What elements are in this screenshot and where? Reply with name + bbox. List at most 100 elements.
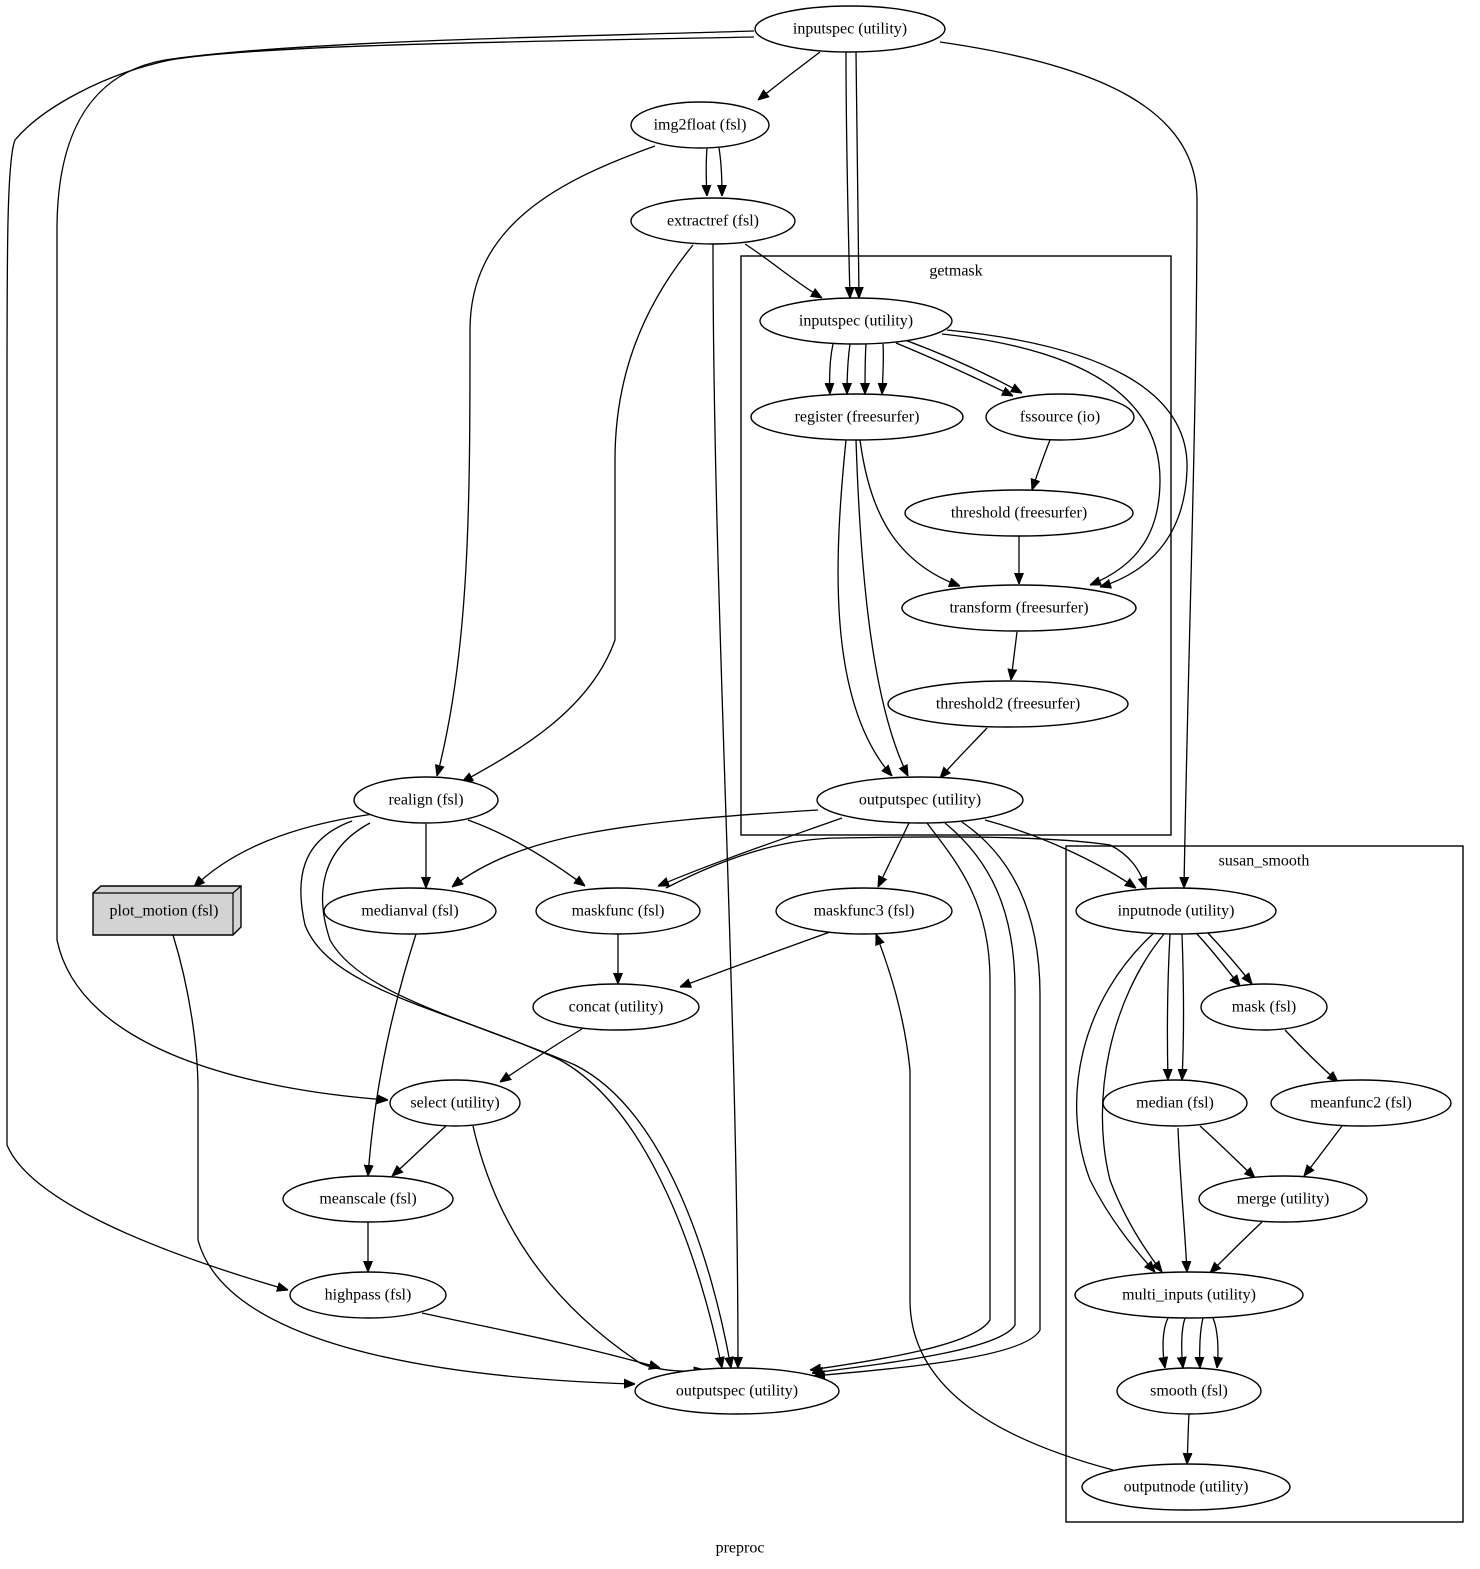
edge-gm-outputspec-maskfunc3 [878,822,910,887]
edge-extractref-gm-inputspec [744,243,822,298]
edge-extractref-outputspec [712,243,738,1368]
edge-ss-median-merge [1199,1125,1255,1178]
node-ss-median-label: median (fsl) [1136,1095,1214,1112]
node-ss-smooth[interactable]: smooth (fsl) [1116,1367,1262,1415]
edge-gm-inputspec-transform-1 [941,333,1161,586]
node-maskfunc3[interactable]: maskfunc3 (fsl) [775,887,953,935]
node-maskfunc[interactable]: maskfunc (fsl) [535,887,701,935]
edge-gm-outputspec-ss-inputnode [984,819,1136,888]
node-outputspec-label: outputspec (utility) [676,1383,798,1400]
edge-ss-multi-smooth-3 [1200,1317,1203,1368]
node-gm-threshold2[interactable]: threshold2 (freesurfer) [887,680,1129,728]
node-medianval[interactable]: medianval (fsl) [323,887,497,935]
node-select[interactable]: select (utility) [389,1079,521,1127]
node-concat[interactable]: concat (utility) [532,983,700,1031]
edge-inputspec-img2float [758,51,821,100]
edge-gm-outputspec-outputspec-2 [812,822,1016,1373]
node-gm-threshold-label: threshold (freesurfer) [951,505,1087,522]
edge-gm-threshold2-outputspec [940,727,988,778]
edge-ss-inputnode-multi-2 [1101,933,1165,1272]
node-img2float-label: img2float (fsl) [654,117,747,134]
node-gm-threshold[interactable]: threshold (freesurfer) [904,489,1134,537]
edge-ss-meanfunc2-merge [1304,1125,1343,1176]
edge-ss-inputnode-mask-1 [1196,933,1240,986]
node-plot-motion[interactable]: plot_motion (fsl) [92,885,242,936]
node-extractref-label: extractref (fsl) [667,213,759,230]
node-gm-outputspec-label: outputspec (utility) [859,792,981,809]
node-meanscale-label: meanscale (fsl) [319,1191,416,1208]
edge-maskfunc-ss-inputnode [665,836,1146,888]
edge-ss-inputnode-multi-1 [1075,931,1155,1272]
node-ss-smooth-label: smooth (fsl) [1150,1383,1228,1400]
node-gm-inputspec[interactable]: inputspec (utility) [759,297,953,345]
node-inputspec[interactable]: inputspec (utility) [754,5,946,53]
edge-gm-outputspec-maskfunc [658,817,843,887]
edge-gm-inputspec-register-2 [847,343,850,394]
edge-realign-maskfunc [467,819,585,886]
edge-gm-register-outputspec-2 [855,439,908,776]
edge-inputspec-select [56,30,755,1100]
node-ss-merge[interactable]: merge (utility) [1198,1175,1368,1223]
edge-gm-inputspec-register-1 [830,343,833,394]
edge-medianval-meanscale [368,933,417,1176]
node-gm-threshold2-label: threshold2 (freesurfer) [936,696,1080,713]
edges [6,30,1343,1471]
edge-ss-median-multi [1177,1127,1187,1272]
node-outputspec[interactable]: outputspec (utility) [634,1367,840,1415]
node-ss-multi-inputs[interactable]: multi_inputs (utility) [1074,1271,1304,1319]
node-gm-outputspec[interactable]: outputspec (utility) [816,776,1024,824]
cluster-susan-smooth-label: susan_smooth [1219,853,1310,870]
node-medianval-label: medianval (fsl) [361,903,458,920]
node-ss-meanfunc2-label: meanfunc2 (fsl) [1310,1095,1412,1112]
node-gm-inputspec-label: inputspec (utility) [799,313,913,330]
edge-plot-motion-outputspec [172,934,635,1384]
edge-gm-outputspec-outputspec-3 [814,821,1041,1376]
node-ss-multi-inputs-label: multi_inputs (utility) [1122,1287,1256,1304]
node-realign-label: realign (fsl) [388,792,463,809]
edge-realign-plot-motion [194,813,374,887]
edge-select-outputspec [472,1125,705,1371]
edge-gm-transform-threshold2 [1011,631,1018,680]
edge-ss-inputnode-median-1 [1167,933,1170,1080]
node-img2float[interactable]: img2float (fsl) [630,101,770,149]
node-ss-merge-label: merge (utility) [1237,1191,1330,1208]
edge-gm-register-outputspec-1 [837,439,892,776]
node-ss-meanfunc2[interactable]: meanfunc2 (fsl) [1270,1079,1452,1127]
edge-select-meanscale [392,1125,447,1176]
node-ss-outputnode[interactable]: outputnode (utility) [1081,1463,1291,1511]
node-ss-inputnode[interactable]: inputnode (utility) [1075,887,1277,935]
node-highpass[interactable]: highpass (fsl) [289,1271,447,1319]
edge-inputspec-highpass [6,36,755,1290]
node-gm-register[interactable]: register (freesurfer) [750,393,964,441]
node-inputspec-label: inputspec (utility) [793,21,907,38]
edge-img2float-extractref [706,147,707,196]
node-ss-median[interactable]: median (fsl) [1102,1079,1248,1127]
edge-gm-register-transform [859,439,960,586]
edge-img2float-extractref-2 [719,147,722,196]
edge-gm-outputspec-outputspec-1 [810,822,991,1370]
edge-concat-select [500,1028,583,1082]
node-gm-fssource-label: fssource (io) [1020,409,1100,426]
node-gm-fssource[interactable]: fssource (io) [985,393,1135,441]
node-select-label: select (utility) [410,1095,499,1112]
cluster-getmask-label: getmask [929,263,982,280]
edge-ss-smooth-outputnode [1187,1413,1189,1464]
edge-gm-outputspec-medianval [452,809,819,887]
node-realign[interactable]: realign (fsl) [353,776,499,824]
node-ss-mask[interactable]: mask (fsl) [1200,983,1328,1031]
node-extractref[interactable]: extractref (fsl) [630,197,796,245]
node-meanscale[interactable]: meanscale (fsl) [282,1175,454,1223]
node-plot-motion-label: plot_motion (fsl) [110,903,219,920]
edge-inputspec-gm-inputspec [846,51,850,298]
node-ss-mask-label: mask (fsl) [1232,999,1296,1016]
cluster-getmask: getmask [740,255,1172,836]
node-highpass-label: highpass (fsl) [325,1287,412,1304]
node-gm-transform[interactable]: transform (freesurfer) [901,584,1137,632]
edge-ss-multi-smooth-2 [1182,1317,1185,1368]
edge-gm-inputspec-fssource-1 [895,342,1013,396]
edge-gm-inputspec-fssource-2 [904,339,1022,393]
node-gm-transform-label: transform (freesurfer) [949,600,1088,617]
edge-realign-outputspec-2 [321,822,731,1368]
